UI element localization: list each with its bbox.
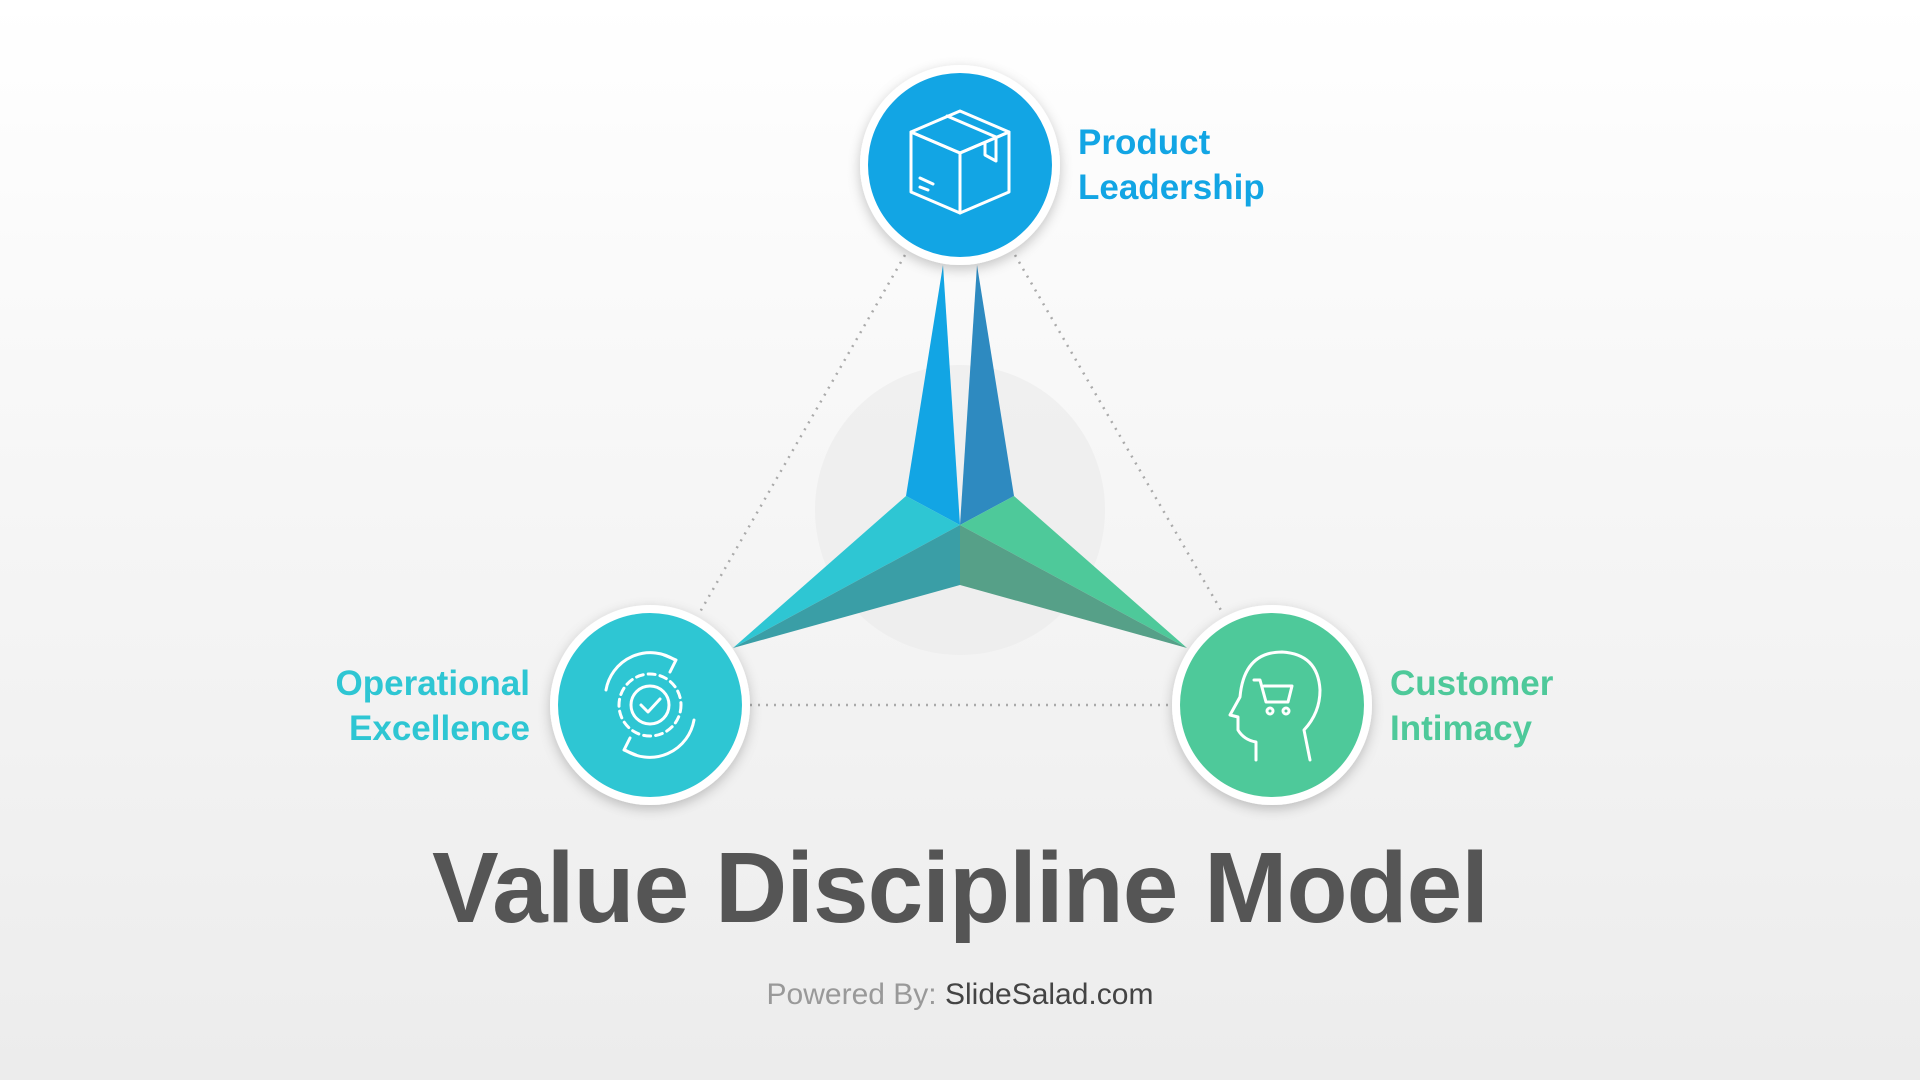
package-box-icon xyxy=(909,109,1011,215)
head-cart-icon xyxy=(1228,650,1322,762)
customer-intimacy-label: Customer Intimacy xyxy=(1390,661,1553,751)
customer-intimacy-label-line-1: Customer xyxy=(1390,664,1554,703)
customer-intimacy-label-line-2: Intimacy xyxy=(1390,709,1532,748)
node-product-leadership xyxy=(860,65,1060,265)
product-leadership-label-line-2: Leadership xyxy=(1078,168,1265,207)
node-operational-excellence xyxy=(550,605,750,805)
node-customer-intimacy xyxy=(1172,605,1372,805)
star-arm-left-upper xyxy=(733,496,960,648)
operational-excellence-label-line-2: Excellence xyxy=(349,709,530,748)
operational-excellence-label: Operational Excellence xyxy=(230,661,530,751)
product-leadership-label: Product Leadership xyxy=(1078,120,1265,210)
star-arm-left-lower xyxy=(733,525,960,648)
footer-brand-link[interactable]: SlideSalad.com xyxy=(944,978,1154,1011)
footer-credit: Powered By: SlideSalad.com xyxy=(0,975,1920,1015)
star-arm-top-left xyxy=(906,265,960,525)
operational-excellence-label-line-1: Operational xyxy=(335,664,530,703)
star-arm-top-right xyxy=(960,265,1014,525)
product-leadership-label-line-1: Product xyxy=(1078,123,1211,162)
star-arm-right-lower xyxy=(960,525,1187,648)
gear-check-icon xyxy=(604,651,696,759)
star-arm-right-upper xyxy=(960,496,1187,648)
slide-title: Value Discipline Model xyxy=(431,832,1489,944)
footer-prefix: Powered By: xyxy=(766,978,937,1011)
tri-star-shape xyxy=(733,265,1187,648)
